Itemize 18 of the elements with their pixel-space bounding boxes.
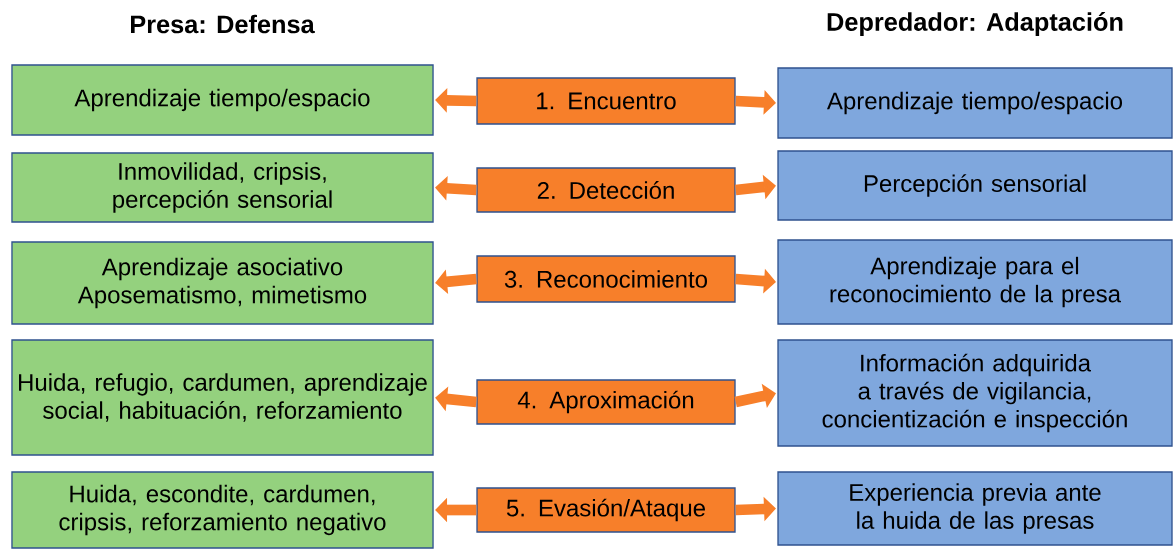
- adaptation-box: Información adquirida a través de vigilancia, concientización e inspección: [777, 339, 1173, 447]
- adaptation-box: Experiencia previa ante la huida de las presas: [777, 471, 1173, 546]
- adaptation-box: Aprendizaje tiempo/espacio: [777, 67, 1173, 139]
- defense-box: Huida, escondite, cardumen, cripsis, reforzamiento negativo: [11, 471, 434, 549]
- adaptation-box: Percepción sensorial: [777, 150, 1173, 221]
- defense-box: Aprendizaje tiempo/espacio: [11, 64, 434, 136]
- stage-box: 5. Evasión/Ataque: [476, 487, 736, 533]
- column-heading: Depredador: Adaptación: [827, 12, 1123, 36]
- stage-box: 3. Reconocimiento: [476, 255, 736, 303]
- adaptation-box: Aprendizaje para el reconocimiento de la presa: [777, 239, 1173, 325]
- stage-box: 2. Detección: [476, 167, 736, 213]
- defense-box: Aprendizaje asociativo Aposematismo, mimetismo: [11, 241, 434, 325]
- stage-box: 1. Encuentro: [476, 77, 736, 125]
- stage-box: 4. Aproximación: [476, 379, 736, 425]
- column-heading: Presa: Defensa: [131, 14, 315, 34]
- defense-box: Huida, refugio, cardumen, aprendizaje social, habituación, reforzamiento: [11, 339, 434, 456]
- defense-box: Inmovilidad, cripsis, percepción sensorial: [11, 152, 434, 223]
- arrow: [734, 383, 776, 408]
